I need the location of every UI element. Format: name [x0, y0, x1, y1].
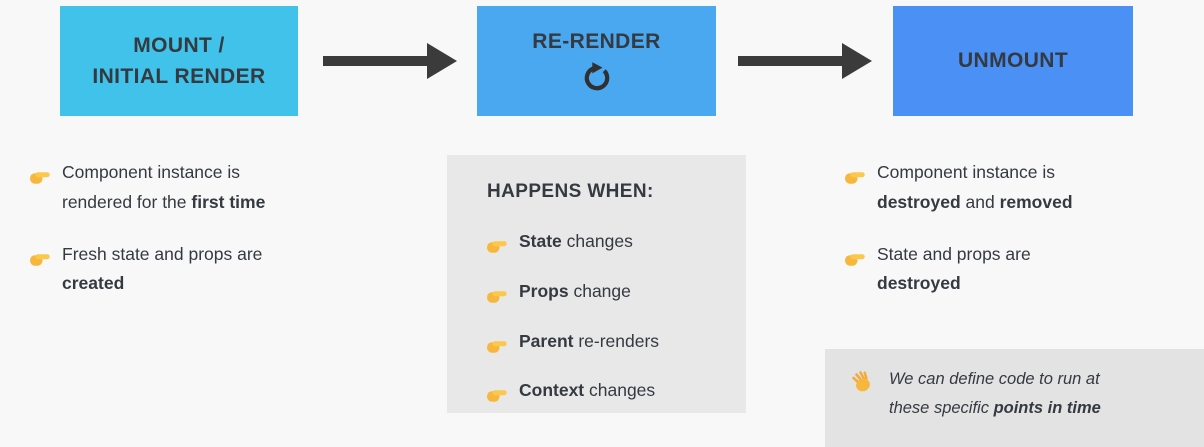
list-item-text: Parent re-renders	[519, 330, 660, 351]
list-item-text: Component instance is rendered for the f…	[62, 162, 266, 212]
mount-box: MOUNT / INITIAL RENDER	[60, 6, 298, 116]
list-item-text: Props change	[519, 280, 631, 301]
pointing-finger-icon	[487, 382, 507, 412]
list-item: Parent re-renders	[487, 327, 728, 363]
clockwise-cycle-icon	[580, 60, 614, 96]
list-item-text: Context changes	[519, 380, 656, 401]
pointing-finger-icon	[845, 164, 865, 218]
note-panel: We can define code to run at these speci…	[825, 349, 1204, 447]
list-item-text: Fresh state and props are created	[62, 243, 263, 294]
flow-arrow	[323, 43, 457, 79]
pointing-finger-icon	[487, 333, 507, 363]
pointing-finger-icon	[30, 164, 50, 218]
unmount-box: UNMOUNT	[893, 6, 1133, 116]
pointing-finger-icon	[30, 246, 50, 300]
list-item-text: State and props are destroyed	[877, 243, 1031, 294]
list-item-text: State changes	[519, 231, 633, 251]
list-item: State and props are destroyed	[845, 240, 1185, 300]
pointing-finger-icon	[487, 283, 507, 313]
flow-arrow	[738, 43, 872, 79]
unmount-box-label: UNMOUNT	[957, 49, 1069, 73]
arrow-head	[842, 43, 872, 79]
waving-hand-icon	[849, 369, 873, 447]
list-item: Context changes	[487, 376, 728, 412]
arrow-head	[427, 43, 457, 79]
panel-title: HAPPENS WHEN:	[487, 181, 654, 202]
unmount-notes: Component instance is destroyed and remo…	[845, 158, 1185, 321]
pointing-finger-icon	[845, 246, 865, 300]
happens-when-panel: HAPPENS WHEN: State changes Props change…	[447, 155, 746, 413]
list-item: Component instance is destroyed and remo…	[845, 158, 1185, 218]
mount-box-label: MOUNT / INITIAL RENDER	[92, 33, 266, 89]
arrow-shaft	[323, 56, 429, 66]
note-text: We can define code to run at these speci…	[889, 370, 1101, 417]
list-item: State changes	[487, 227, 728, 263]
list-item: Props change	[487, 277, 728, 313]
mount-notes: Component instance is rendered for the f…	[30, 158, 360, 321]
list-item: Fresh state and props are created	[30, 240, 360, 300]
rerender-box: RE-RENDER	[477, 6, 716, 116]
pointing-finger-icon	[487, 233, 507, 263]
list-item-text: Component instance is destroyed and remo…	[877, 162, 1073, 212]
list-item: Component instance is rendered for the f…	[30, 158, 360, 218]
rerender-box-label: RE-RENDER	[532, 30, 661, 54]
arrow-shaft	[738, 56, 844, 66]
